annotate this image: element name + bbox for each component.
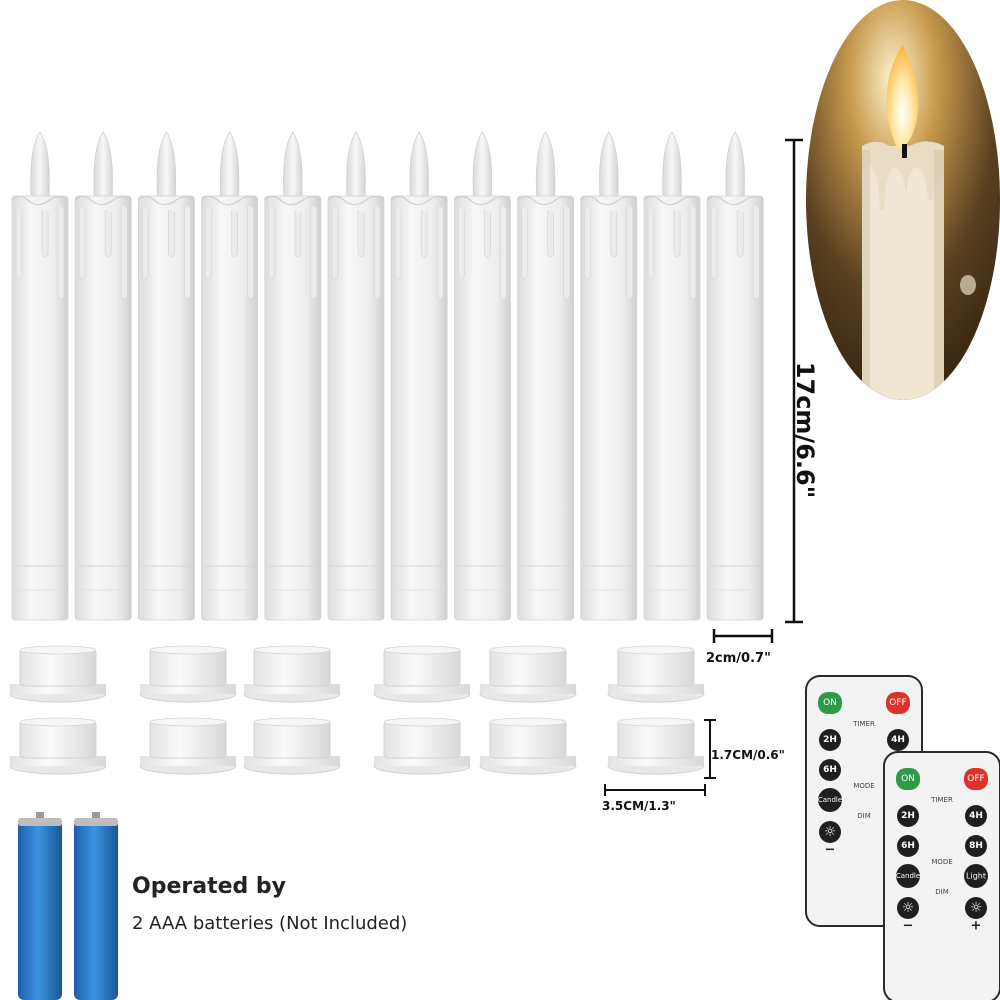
remote-timer-button[interactable]: 4H	[965, 805, 987, 827]
svg-text:6H: 6H	[901, 841, 915, 851]
holder-width-label: 3.5CM/1.3"	[602, 799, 676, 813]
svg-text:+: +	[971, 919, 982, 934]
candle-holder	[373, 717, 471, 775]
width-label: 2cm/0.7"	[706, 651, 771, 666]
candle-holder	[9, 645, 107, 703]
candle	[517, 131, 575, 621]
svg-text:2H: 2H	[901, 811, 915, 821]
candle-holder	[479, 645, 577, 703]
candle-holder	[9, 717, 107, 775]
candle	[706, 131, 764, 621]
svg-text:Light: Light	[966, 872, 986, 881]
candle-holder	[607, 645, 705, 703]
caption-title: Operated by	[132, 874, 286, 899]
candle-holder	[607, 717, 705, 775]
candle-holder	[243, 717, 341, 775]
battery-1	[18, 812, 62, 1000]
candle	[264, 131, 322, 621]
remote-timer-button[interactable]: 4H	[887, 729, 909, 751]
candle-row	[11, 131, 764, 621]
candle	[580, 131, 638, 621]
svg-text:−: −	[825, 843, 836, 858]
candle	[327, 131, 385, 621]
height-dimension-line	[785, 138, 803, 624]
remote-brightness-button[interactable]: ☼	[965, 897, 987, 919]
candle	[137, 131, 195, 621]
battery-2	[74, 812, 118, 1000]
svg-text:4H: 4H	[891, 735, 905, 745]
svg-text:☼: ☼	[824, 824, 837, 840]
svg-text:☼: ☼	[902, 900, 915, 916]
width-dimension-line	[712, 629, 774, 643]
remote-dim-button[interactable]: ☼	[897, 897, 919, 919]
remote-timer-button[interactable]: 2H	[897, 805, 919, 827]
candle	[11, 131, 69, 621]
remote-candle-button[interactable]: Candle	[896, 864, 920, 888]
remote-timer-button[interactable]: 8H	[965, 835, 987, 857]
candle-holder	[243, 645, 341, 703]
svg-text:OFF: OFF	[967, 774, 984, 784]
svg-text:Candle: Candle	[896, 872, 920, 880]
remote-timer-button[interactable]: 6H	[897, 835, 919, 857]
candle-holder	[373, 645, 471, 703]
svg-text:OFF: OFF	[889, 698, 906, 708]
candle	[453, 131, 511, 621]
candle	[643, 131, 701, 621]
caption-subtitle: 2 AAA batteries (Not Included)	[132, 913, 408, 934]
candle-holder	[479, 717, 577, 775]
remote-off-button[interactable]: OFF	[964, 768, 988, 790]
svg-text:DIM: DIM	[857, 812, 871, 820]
svg-text:ON: ON	[823, 698, 837, 708]
aaa-batteries	[18, 812, 118, 1000]
remote-candle-button[interactable]: Candle	[818, 788, 842, 812]
svg-text:Candle: Candle	[818, 796, 842, 804]
svg-text:6H: 6H	[823, 765, 837, 775]
holder-height-dimension-line	[704, 719, 716, 779]
lit-candle-inset	[806, 0, 1000, 400]
remote-timer-button[interactable]: 6H	[819, 759, 841, 781]
remote-on-button[interactable]: ON	[818, 692, 842, 714]
holder-height-label: 1.7CM/0.6"	[711, 748, 785, 762]
remote-dim-button[interactable]: ☼	[819, 821, 841, 843]
holder-width-dimension-line	[604, 784, 706, 796]
svg-text:TIMER: TIMER	[852, 720, 875, 728]
remote-light-button[interactable]: Light	[964, 864, 988, 888]
candle-holder	[139, 717, 237, 775]
remote-off-button[interactable]: OFF	[886, 692, 910, 714]
candle-holder	[139, 645, 237, 703]
candle	[74, 131, 132, 621]
height-text: 17cm/6.6"	[791, 361, 819, 499]
svg-text:−: −	[903, 919, 914, 934]
svg-text:DIM: DIM	[935, 888, 949, 896]
svg-text:2H: 2H	[823, 735, 837, 745]
remote-on-button[interactable]: ON	[896, 768, 920, 790]
svg-text:TIMER: TIMER	[930, 796, 953, 804]
remote-timer-button[interactable]: 2H	[819, 729, 841, 751]
svg-text:MODE: MODE	[853, 782, 874, 790]
svg-text:4H: 4H	[969, 811, 983, 821]
candle	[390, 131, 448, 621]
svg-text:MODE: MODE	[931, 858, 952, 866]
svg-text:☼: ☼	[970, 900, 983, 916]
candle-holders	[9, 645, 705, 775]
svg-text:8H: 8H	[969, 841, 983, 851]
candle	[201, 131, 259, 621]
svg-text:ON: ON	[901, 774, 915, 784]
